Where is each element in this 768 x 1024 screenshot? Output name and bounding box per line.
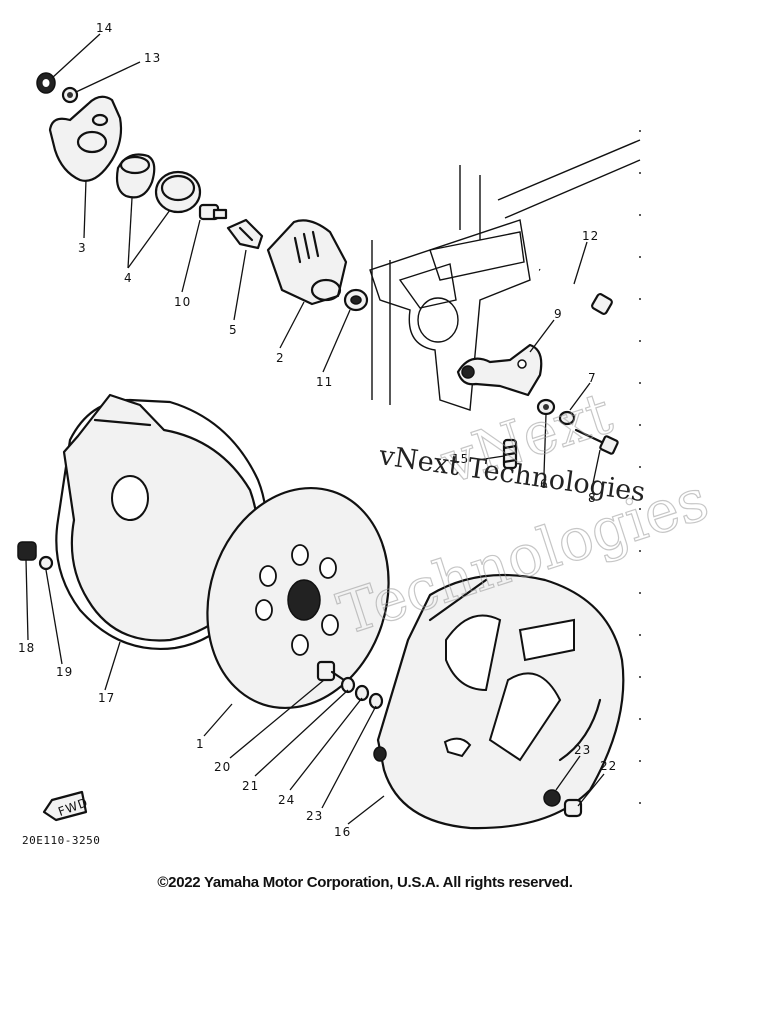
callout-23b: 23 [574,743,591,757]
callout-12: 12 [582,229,599,243]
callout-7: 7 [588,371,597,385]
washer-13 [61,86,79,104]
callout-16: 16 [334,825,351,839]
callout-21: 21 [242,779,259,793]
bolt-8 [574,428,619,455]
callout-15: 15 [452,452,469,466]
callout-19: 19 [56,665,73,679]
callout-8: 8 [588,491,597,505]
callout-2: 2 [276,351,285,365]
bracket-cover-3 [48,95,123,182]
lever-5 [226,218,264,250]
washer-23a [368,692,384,710]
leader-lines [25,33,605,825]
spring-15 [502,438,518,470]
shaft-10 [198,203,228,221]
washer-7 [558,410,576,426]
callout-17: 17 [98,691,115,705]
callout-4: 4 [124,271,133,285]
washer-23b [543,789,561,807]
callout-11: 11 [316,375,333,389]
callout-24: 24 [278,793,295,807]
callout-14: 14 [96,21,113,35]
callout-1: 1 [196,737,205,751]
bolt-12 [538,268,613,315]
callout-18: 18 [18,641,35,655]
seal-11 [343,288,369,312]
cover-16 [373,573,625,830]
bolt-18 [17,541,37,561]
callout-3: 3 [78,241,87,255]
callout-20: 20 [214,760,231,774]
fwd-arrow: FWD [42,790,90,822]
bolt-20 [316,660,346,682]
callout-23a: 23 [306,809,323,823]
housing-2 [266,219,348,306]
diagram-code: 20E110-3250 [22,834,101,847]
callout-9: 9 [554,307,563,321]
callout-6: 6 [540,477,549,491]
callout-10: 10 [174,295,191,309]
nut-14 [36,72,56,94]
bolt-22 [563,798,583,818]
vehicle-frame [369,130,641,820]
arm-9 [456,343,543,397]
washer-21 [340,676,356,694]
callout-13: 13 [144,51,161,65]
seal-cup-4b [154,170,202,214]
callout-22: 22 [600,759,617,773]
callout-5: 5 [229,323,238,337]
seal-cup-4a [115,153,156,199]
brake-disc-1 [206,486,390,710]
washer-19 [38,555,54,571]
washer-24 [354,684,370,702]
callouts: 14 13 3 4 10 5 2 11 12 9 7 15 6 8 18 19 … [18,21,617,839]
copyright-notice: ©2022 Yamaha Motor Corporation, U.S.A. A… [157,874,573,891]
